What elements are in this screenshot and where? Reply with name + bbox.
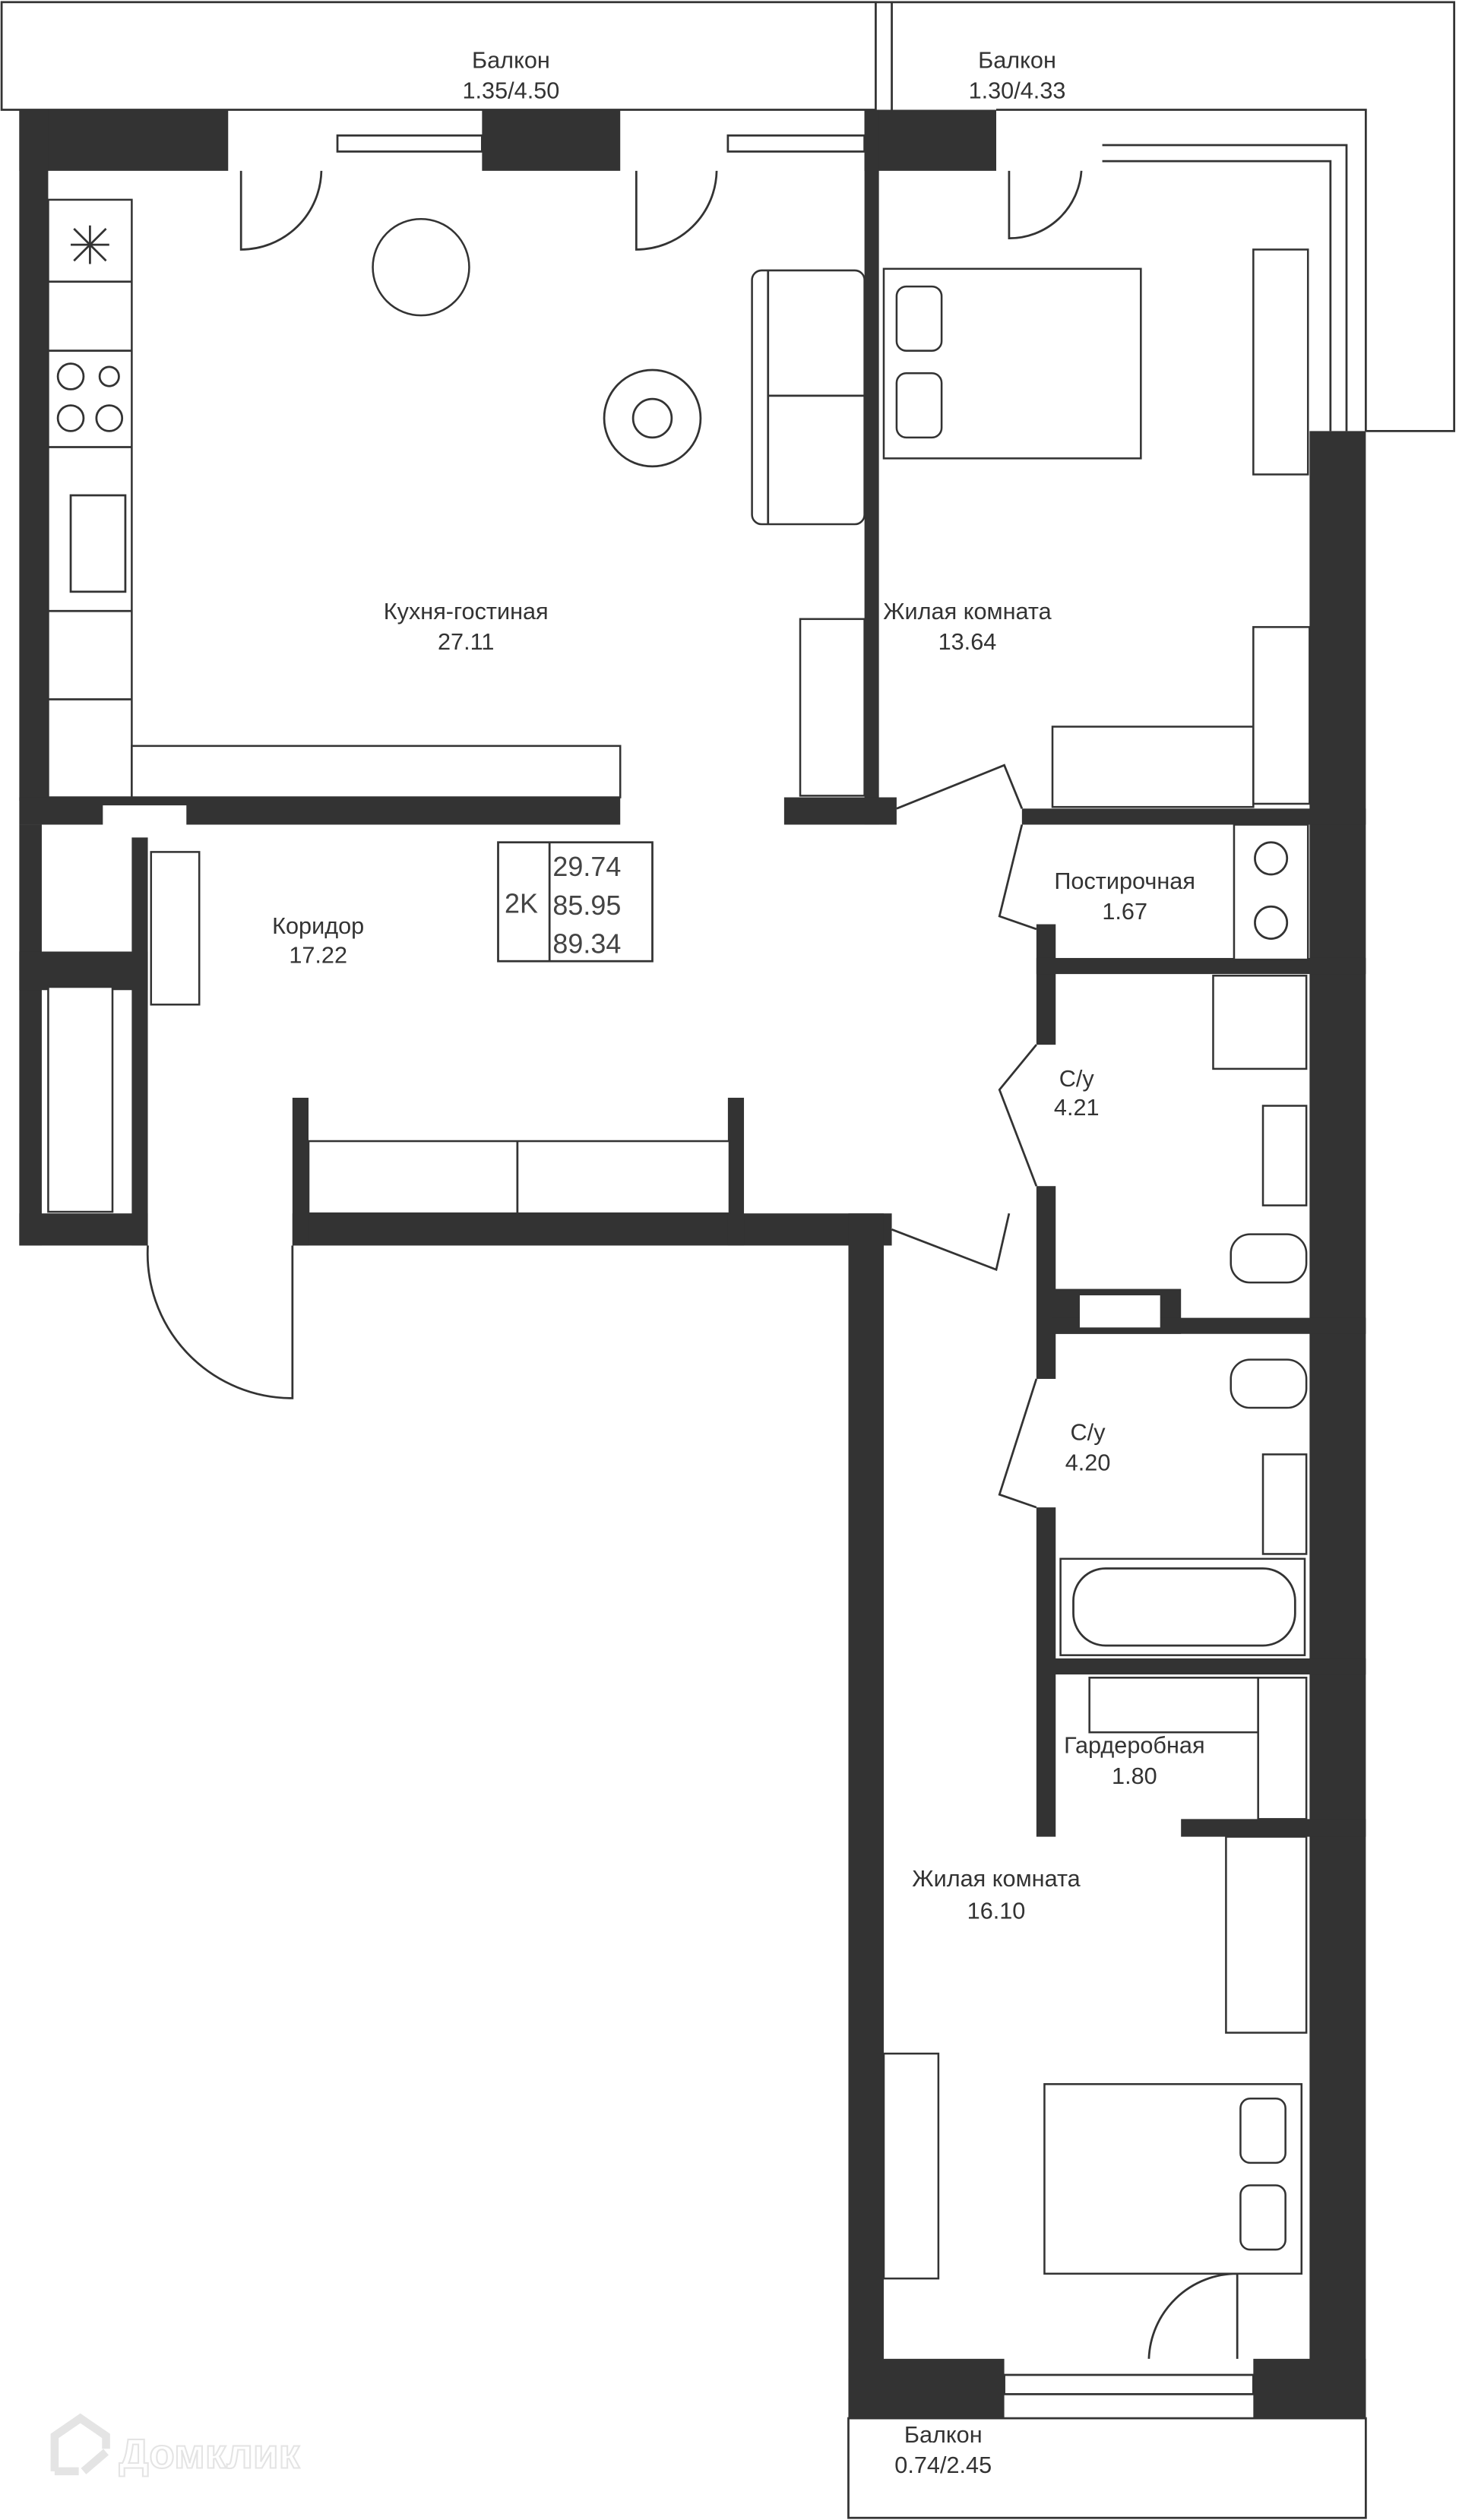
balcony-2-area: 1.30/4.33	[969, 78, 1066, 104]
desk-1	[1051, 726, 1255, 808]
wardrobe-area: 1.80	[1112, 1763, 1157, 1789]
balcony-1-name: Балкон	[472, 48, 550, 74]
corridor-name: Коридор	[272, 913, 364, 939]
balcony-2-name: Балкон	[978, 48, 1056, 74]
desk-2	[1225, 1835, 1308, 2034]
laundry-name: Постирочная	[1054, 868, 1195, 894]
bedroom-2-name: Жилая комната	[912, 1866, 1081, 1892]
balcony-1-area: 1.35/4.50	[462, 78, 559, 104]
shoe-cabinet	[150, 851, 201, 1006]
area-summary: 2K 29.74 85.95 89.34	[497, 841, 654, 963]
tv-stand-1	[1252, 248, 1309, 476]
washer-dryer	[1233, 824, 1309, 961]
laundry-area: 1.67	[1102, 899, 1147, 925]
bathtub	[1059, 1557, 1306, 1656]
kitchen-counter	[47, 198, 133, 798]
doors	[146, 170, 1239, 2359]
sofa	[751, 269, 866, 526]
hood-icon	[71, 225, 109, 264]
bedroom-1-name: Жилая комната	[883, 599, 1052, 624]
tv-stand-2	[882, 2052, 940, 2280]
windows	[336, 134, 1255, 2395]
balcony-3-name: Балкон	[904, 2422, 983, 2448]
sink-bath-2	[1261, 1453, 1308, 1555]
watermark-text: Домклик	[119, 2430, 299, 2477]
wardrobe-name: Гардеробная	[1064, 1733, 1204, 1759]
storage-closet	[47, 985, 114, 1213]
shower	[1212, 974, 1308, 1070]
wardrobe-shelf	[1257, 1677, 1308, 1820]
toilet-2	[1230, 1358, 1308, 1409]
apartment-type: 2K	[505, 888, 538, 919]
bathroom-2-name: С/у	[1071, 1419, 1106, 1445]
bathroom-2-area: 4.20	[1065, 1450, 1111, 1476]
sink-icon	[69, 494, 127, 593]
corridor-area: 17.22	[289, 942, 347, 968]
total-area-with-balconies: 89.34	[552, 928, 621, 960]
sink-bath-1	[1261, 1105, 1308, 1206]
dining-table	[372, 218, 470, 317]
bathroom-1-name: С/у	[1059, 1066, 1095, 1092]
toilet-1	[1230, 1233, 1308, 1284]
walls	[19, 109, 1366, 2419]
wardrobe-rack	[1088, 1677, 1259, 1734]
domclick-watermark: Домклик	[50, 2413, 301, 2478]
corridor-wardrobe	[307, 1140, 731, 1215]
living-area: 29.74	[552, 851, 621, 882]
kitchen-name: Кухня-гостиная	[384, 599, 549, 624]
wardrobe-bedroom-1	[1252, 626, 1311, 805]
total-area: 85.95	[552, 890, 621, 921]
kitchen-island	[131, 745, 622, 798]
room-labels: Балкон 1.35/4.50 Балкон 1.30/4.33 Кухня-…	[272, 48, 1204, 2478]
balcony-3-area: 0.74/2.45	[894, 2452, 992, 2478]
furniture	[47, 198, 1311, 2280]
bedroom-2-area: 16.10	[967, 1898, 1026, 1924]
wardrobe-kitchen	[799, 618, 866, 797]
kitchen-area: 27.11	[438, 629, 494, 655]
bedroom-1-area: 13.64	[938, 629, 997, 655]
bathroom-1-area: 4.21	[1054, 1095, 1100, 1121]
